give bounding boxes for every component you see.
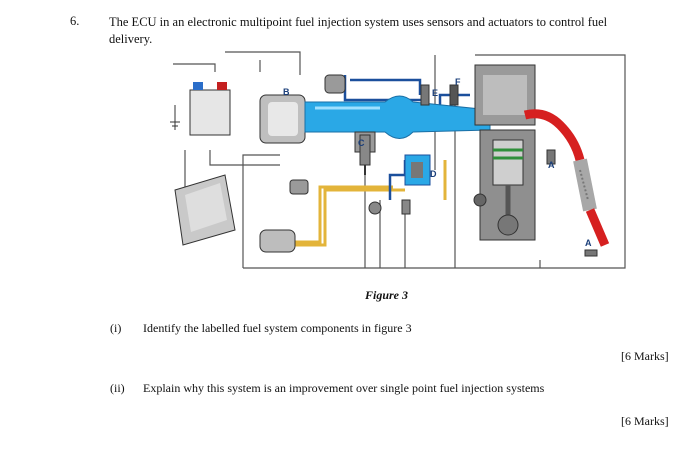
label-c: C [358,138,365,148]
wiring-harness [173,51,626,269]
part-ii-label: (ii) [110,381,125,395]
part-ii-text: Explain why this system is an improvemen… [143,381,545,395]
fuel-injection-diagram: A A B C D E F [170,51,626,269]
sensors [420,84,598,257]
exhaust-pipe [523,109,610,247]
label-f: F [455,77,461,87]
part-ii-marks: [6 Marks] [621,414,669,428]
label-e: E [432,88,438,98]
label-a-lower: A [585,238,592,248]
engine-block [473,64,536,241]
question-number: 6. [70,14,80,28]
intake-manifold [304,95,491,153]
part-i-label: (i) [110,321,122,335]
part-i-text: Identify the labelled fuel system compon… [143,321,412,335]
pressure-regulator-d [404,154,431,186]
part-i-marks: [6 Marks] [621,349,669,363]
injector-c [359,134,371,175]
label-b: B [283,87,290,97]
battery-icon [170,82,231,136]
label-d: D [430,169,437,179]
fuel-components [259,74,411,253]
label-a-upper: A [548,160,555,170]
ecu-icon [174,174,236,246]
air-filter-icon [259,94,306,144]
figure-caption: Figure 3 [365,288,409,302]
question-text: The ECU in an electronic multipoint fuel… [109,15,608,46]
